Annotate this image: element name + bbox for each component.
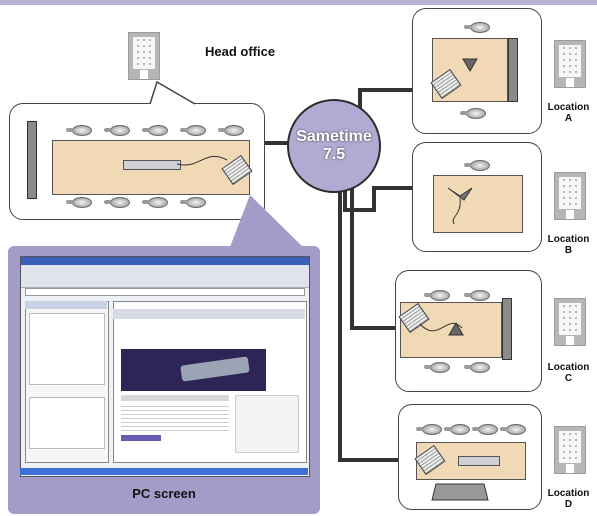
chair <box>416 424 442 435</box>
chair <box>464 160 490 171</box>
webpage-headline <box>121 395 229 401</box>
webpage-sidebar <box>235 395 299 453</box>
taskbar <box>20 468 308 475</box>
pc-pointer <box>228 195 308 252</box>
chair <box>424 362 450 373</box>
chair <box>444 424 470 435</box>
browser-toolbar <box>21 265 309 288</box>
chair <box>180 197 206 208</box>
sidebar-header <box>25 301 107 309</box>
location-d-camera-bar <box>458 456 500 466</box>
line-location-a <box>358 88 414 112</box>
chair <box>218 125 244 136</box>
chair <box>464 290 490 301</box>
sidebar-list <box>29 313 105 385</box>
chair <box>460 108 486 119</box>
location-b-building-icon <box>554 172 586 220</box>
webpage-text <box>121 405 229 431</box>
browser-titlebar <box>21 257 309 265</box>
chair <box>66 197 92 208</box>
head-office-cable <box>176 155 228 166</box>
location-a-building-icon <box>554 40 586 88</box>
location-d-building-icon <box>554 426 586 474</box>
location-b-table <box>433 175 523 233</box>
location-c-cable <box>419 322 463 332</box>
top-accent-bar <box>0 0 597 5</box>
pc-screen-capture <box>20 256 310 477</box>
hub-title: Sametime <box>296 128 372 145</box>
location-c-building-icon <box>554 298 586 346</box>
pc-screen-frame: PC screen <box>8 246 320 514</box>
chair <box>180 125 206 136</box>
location-d-monitor <box>431 483 489 501</box>
location-a-triangle <box>462 58 478 72</box>
webpage-nav <box>113 309 305 319</box>
chair <box>500 424 526 435</box>
location-b-speakerphone <box>447 187 473 225</box>
chair <box>142 197 168 208</box>
webpage-highlight <box>121 435 161 441</box>
head-office-camera-bar <box>123 160 181 170</box>
line-location-d <box>338 186 414 462</box>
location-a-screen <box>508 38 518 102</box>
chair <box>424 290 450 301</box>
chair <box>104 197 130 208</box>
chair <box>104 125 130 136</box>
head-office-building-icon <box>128 32 160 80</box>
location-c-screen <box>502 298 512 360</box>
browser-addressbar <box>25 288 305 296</box>
head-office-label: Head office <box>205 44 276 59</box>
line-location-b <box>343 183 414 212</box>
line-location-c <box>350 186 414 330</box>
location-c-triangle <box>448 322 464 336</box>
location-c-table <box>400 302 502 358</box>
sidebar-chat <box>29 397 105 449</box>
speech-pointer <box>149 80 196 105</box>
chair <box>66 125 92 136</box>
hub-version: 7.5 <box>322 146 346 163</box>
sametime-hub: Sametime 7.5 <box>287 99 381 193</box>
pc-screen-label: PC screen <box>132 486 196 501</box>
chair <box>464 22 490 33</box>
chair <box>464 362 490 373</box>
head-office-screen <box>27 121 37 199</box>
chair <box>472 424 498 435</box>
chair <box>142 125 168 136</box>
